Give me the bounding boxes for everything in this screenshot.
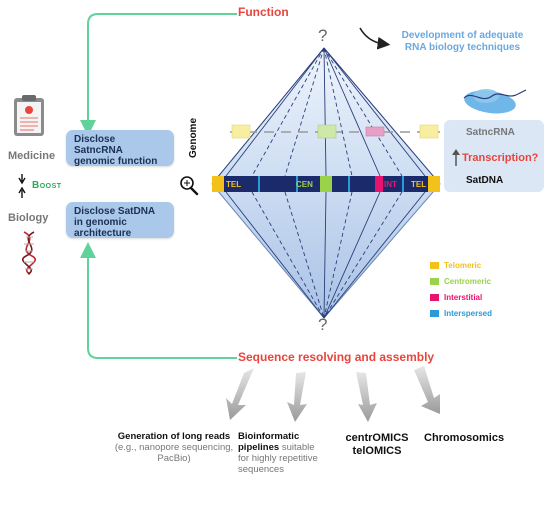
sequence-title: Sequence resolving and assembly (238, 350, 435, 364)
top-dashed-rays (251, 47, 403, 177)
output-long-reads: Generation of long reads (e.g., nanopore… (112, 431, 236, 465)
tel-left-label: TEL (226, 180, 242, 189)
top-rays (211, 47, 441, 185)
satdna-architecture-box: Disclose SatDNA in genomic architecture (66, 202, 174, 239)
top-question-mark: ? (318, 26, 328, 45)
clipboard-icon (14, 95, 44, 136)
legend-swatch-telomeric (430, 262, 439, 269)
rna-molecule-icon (463, 89, 527, 114)
output-omics: centrOMICS telOMICS (345, 432, 409, 457)
boost-label: Boost (32, 180, 62, 191)
output-bioinformatic-rest: suitable for highly repetitive sequences (238, 441, 318, 475)
int-label: INT (384, 180, 397, 189)
function-title: Function (238, 5, 289, 19)
chromosome-int-block (375, 176, 383, 192)
bottom-question-mark: ? (318, 315, 328, 334)
output-long-reads-bold: Generation of long reads (117, 431, 231, 442)
satdna-label: SatDNA (466, 175, 504, 186)
legend-swatch-centromeric (430, 278, 439, 285)
right-panel (444, 120, 544, 192)
transcript-centromeric (317, 124, 337, 139)
magnifier-icon (180, 176, 199, 196)
dna-helix-icon (22, 231, 36, 275)
output-bioinformatic: Bioinformatic pipelines suitable for hig… (238, 431, 328, 476)
legend-interstitial: Interstitial (444, 293, 483, 302)
chromosome-cen-block (320, 176, 332, 192)
biology-label: Biology (8, 212, 49, 224)
legend-swatch-interstitial (430, 294, 439, 301)
top-connector (80, 13, 237, 136)
transcript-telomeric-right (419, 124, 439, 139)
legend-interspersed: Interspersed (444, 309, 493, 318)
output-bioinformatic-bold: Bioinformatic pipelines (238, 431, 300, 453)
bottom-dashed-rays (251, 191, 403, 319)
satncrna-function-box: Disclose SatncRNA genomic function (66, 130, 174, 167)
bottom-rays (225, 191, 426, 319)
legend-centromeric: Centromeric (444, 277, 492, 286)
up-arrow-icon (452, 149, 460, 166)
rna-arrow (359, 27, 391, 50)
tel-right-label: TEL (411, 180, 427, 189)
transcript-interstitial (365, 126, 385, 137)
cen-label: CEN (296, 180, 313, 189)
bottom-connector (80, 242, 237, 359)
legend-swatch-interspersed (430, 310, 439, 317)
interspersed-marks (258, 176, 404, 192)
chromosome-tel-left-block (212, 176, 224, 192)
output-arrows (226, 366, 440, 422)
output-chromosomics: Chromosomics (424, 432, 505, 444)
boost-arrows-icon (18, 174, 26, 198)
transcription-label: Transcription? (462, 152, 539, 164)
satncrna-label: SatncRNA (466, 127, 515, 138)
medicine-label: Medicine (8, 150, 56, 162)
transcript-telomeric-left (231, 124, 251, 139)
chromosome-tel-right-block (428, 176, 440, 192)
output-long-reads-rest: (e.g., nanopore sequencing, PacBio) (114, 441, 234, 464)
rna-techniques-note: Development of adequate RNA biology tech… (401, 30, 524, 53)
legend-telomeric: Telomeric (444, 261, 482, 270)
genome-label: Genome (188, 117, 199, 158)
